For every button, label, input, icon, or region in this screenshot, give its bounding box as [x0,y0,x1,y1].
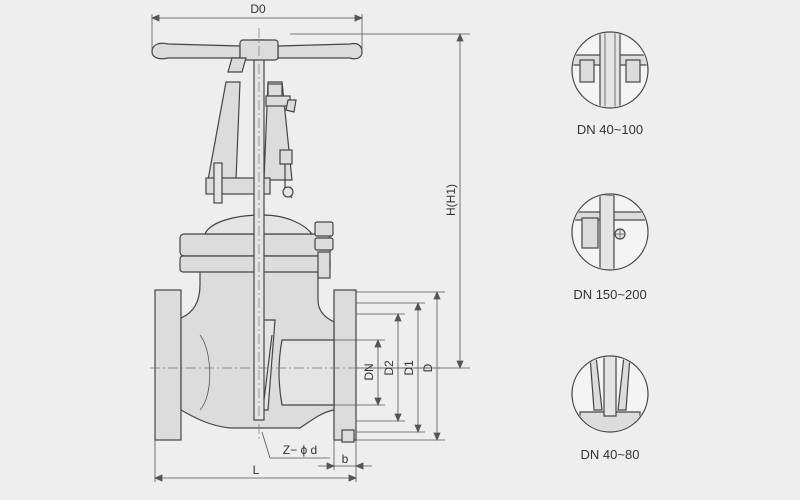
label-b: b [342,452,349,466]
lever-head [279,149,293,165]
detail-caption-2: DN 150~200 [573,287,647,302]
label-d1: D1 [402,360,416,376]
bore-curve [199,334,211,411]
stem-nut-lower [265,95,291,107]
handwheel-spoke [227,57,247,73]
gate-seat [263,334,273,401]
handwheel-right [277,42,363,60]
label-h-h1: H(H1) [444,184,458,216]
flange-tab [341,429,355,443]
bonnet-bolt [314,221,334,237]
label-d0: D0 [250,2,266,16]
detail-caption-1: DN 40~100 [576,122,644,137]
bonnet-bolt-2 [314,237,334,251]
detail-view-dn40-100 [571,31,649,109]
detail-view-dn150-200 [571,193,649,271]
detail-caption-3: DN 40~80 [580,447,640,462]
stem-nut [267,83,283,97]
left-flange [154,289,182,441]
label-z-phi-d: Z− ϕ d [283,443,317,457]
right-flange [333,289,357,441]
gland-bolt-left [213,162,223,204]
label-dn: DN [362,363,376,380]
port-opening [278,339,335,406]
handwheel [151,42,241,60]
yoke [207,81,241,181]
label-d: D [421,363,435,372]
detail-view-dn40-80 [571,355,649,433]
dimension-lines [150,14,470,482]
label-d2: D2 [382,360,396,376]
lever-pivot [282,186,294,198]
label-l: L [253,463,260,477]
valve-assembly [150,28,440,443]
stem-pin [285,99,297,113]
bonnet-nut [317,251,331,279]
